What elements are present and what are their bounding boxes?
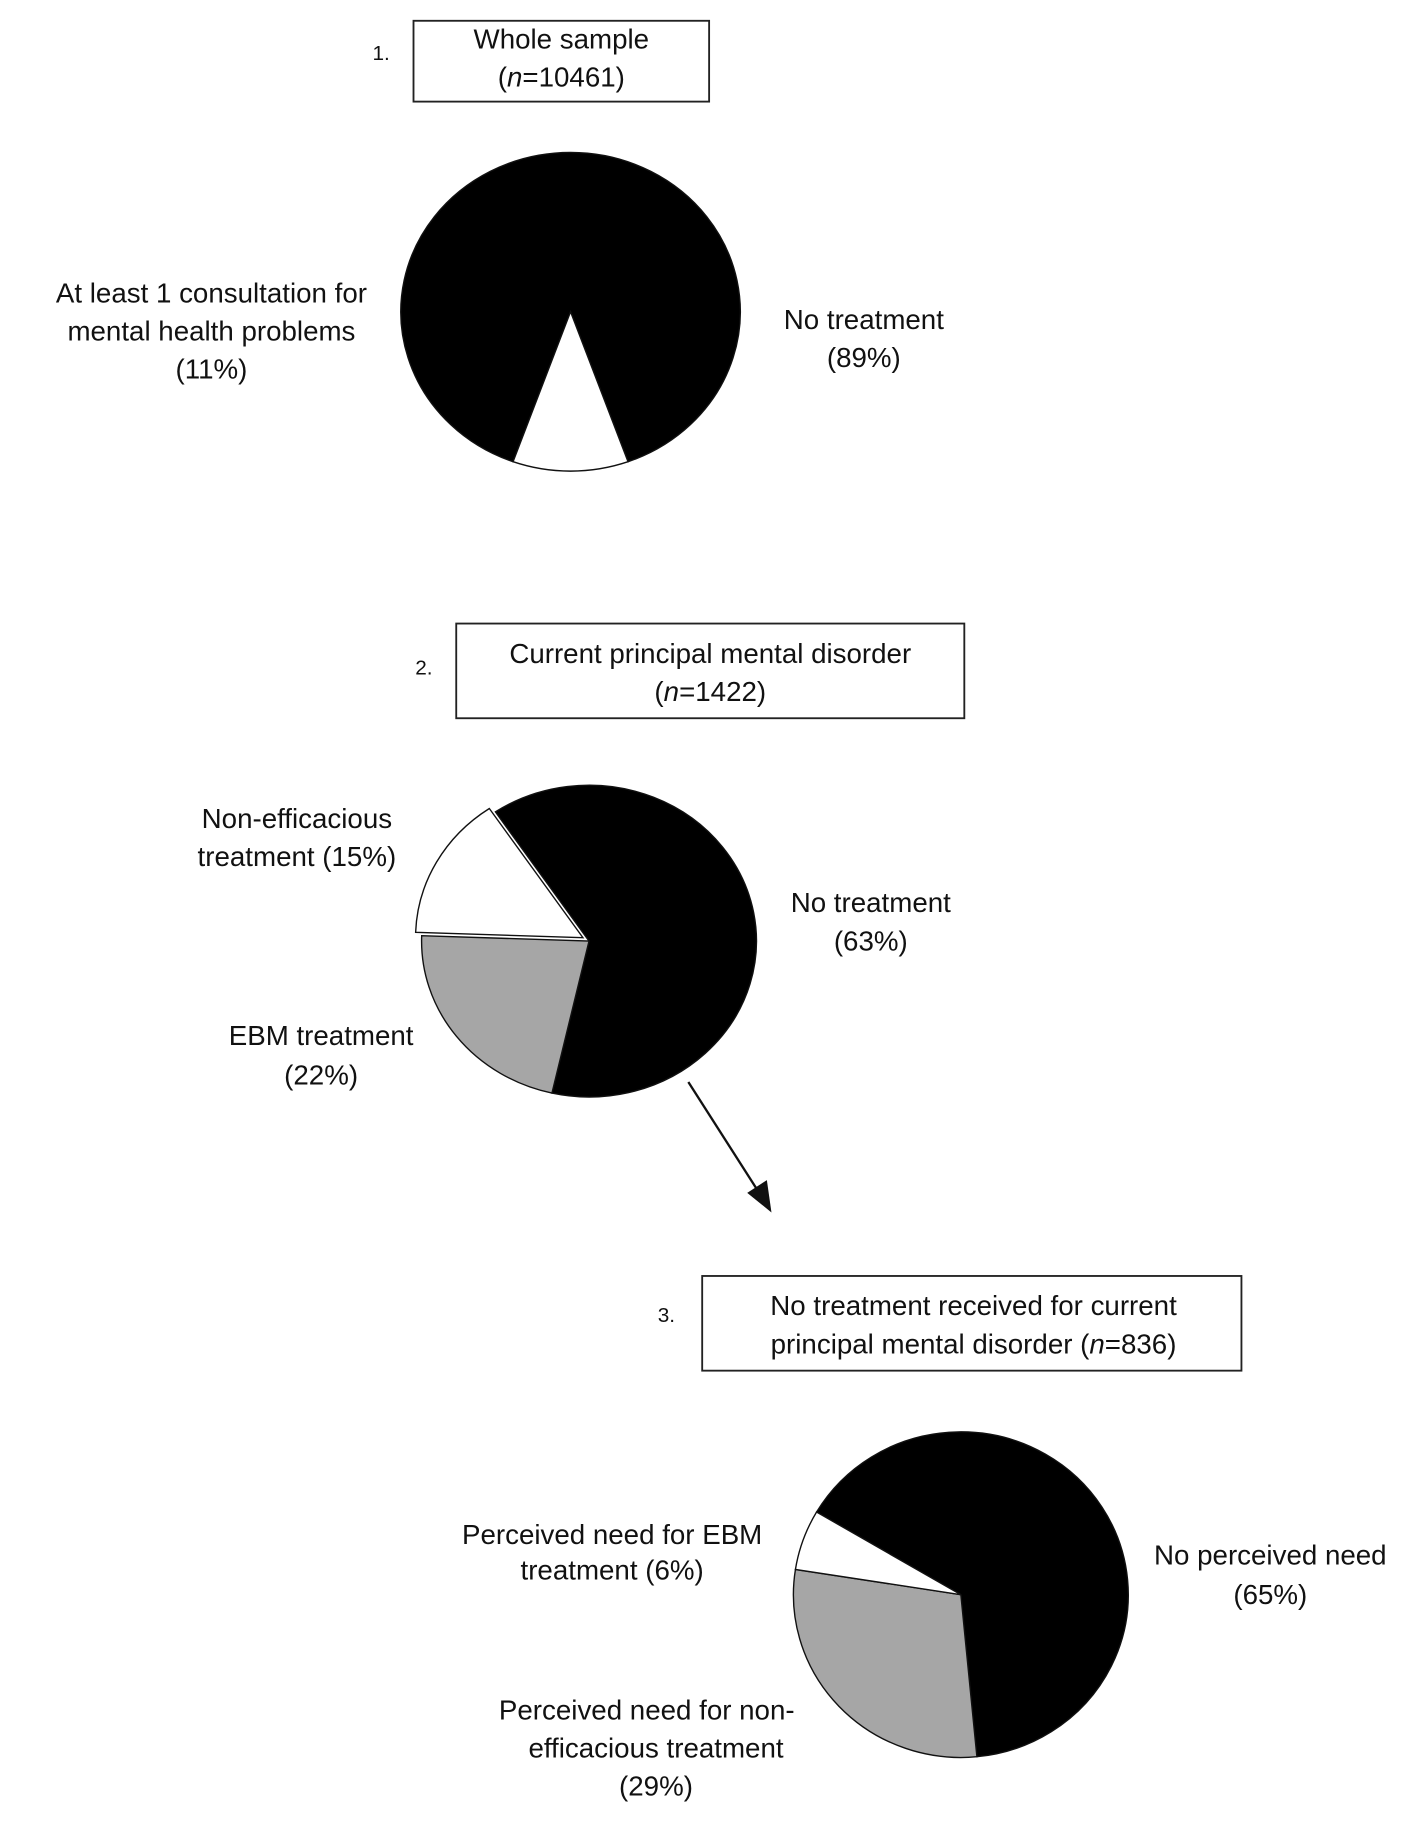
panel-3-label-no-need: No perceived need [1154, 1540, 1387, 1571]
panel-1-title: Whole sample [474, 23, 650, 54]
panel-3-title: No treatment received for current [770, 1290, 1177, 1321]
panel-3-label-non-efficacious-2: efficacious treatment [528, 1732, 783, 1763]
pie-3-slice-3 [794, 1511, 962, 1596]
panel-2-label-ebm-pct: (22%) [284, 1059, 358, 1090]
pie-1-slice-2 [512, 309, 629, 472]
panel-2-label-no-treatment: No treatment [791, 887, 951, 918]
pie-2-slice-3 [414, 807, 585, 939]
panel-1-n: (n=10461) [498, 62, 625, 93]
pie-1-slice-1 [400, 151, 741, 463]
panel-2-label-non-efficacious: Non-efficacious [202, 803, 392, 834]
panel-1: 1. Whole sample (n=10461) No treatment (… [56, 19, 944, 472]
panel-2: 2. Current principal mental disorder (n=… [198, 622, 966, 1213]
pie-2-slice-2 [420, 934, 590, 1094]
panel-2-title: Current principal mental disorder [509, 638, 911, 669]
panel-2-pie [414, 784, 758, 1098]
panel-2-n: (n=1422) [654, 676, 766, 707]
panel-2-number: 2. [415, 656, 432, 679]
arrow [687, 1081, 772, 1213]
panel-3-label-non-efficacious-pct: (29%) [619, 1771, 693, 1802]
panel-1-pie [400, 151, 741, 472]
panel-3-label-non-efficacious: Perceived need for non- [499, 1694, 795, 1725]
panel-2-title-box [455, 622, 966, 720]
panel-2-label-ebm: EBM treatment [229, 1020, 414, 1051]
panel-1-label-consultation-2: mental health problems [67, 316, 355, 347]
panel-1-label-consultation-pct: (11%) [176, 354, 248, 385]
panel-2-label-non-efficacious-2: treatment (15%) [198, 841, 397, 872]
panel-1-number: 1. [373, 42, 390, 65]
panel-1-label-consultation: At least 1 consultation for [56, 278, 367, 309]
panel-3-number: 3. [658, 1304, 675, 1327]
panel-3-label-ebm: Perceived need for EBM [462, 1519, 762, 1550]
panel-3-label-ebm-2: treatment (6%) [521, 1555, 704, 1586]
pie-3-slice-1 [815, 1431, 1129, 1758]
panel-1-label-no-treatment-pct: (89%) [827, 342, 901, 373]
panel-3-pie [792, 1431, 1129, 1759]
pie-3-slice-2 [792, 1568, 978, 1759]
panel-1-title-box [412, 19, 711, 103]
pie-2-slice-1 [494, 784, 758, 1098]
panel-3: 3. No treatment received for current pri… [462, 1275, 1387, 1802]
panel-2-label-no-treatment-pct: (63%) [834, 925, 908, 956]
panel-1-label-no-treatment: No treatment [784, 304, 944, 335]
panel-3-title-box [701, 1275, 1243, 1372]
panel-3-label-no-need-pct: (65%) [1233, 1579, 1307, 1610]
panel-3-n: principal mental disorder (n=836) [771, 1328, 1177, 1359]
